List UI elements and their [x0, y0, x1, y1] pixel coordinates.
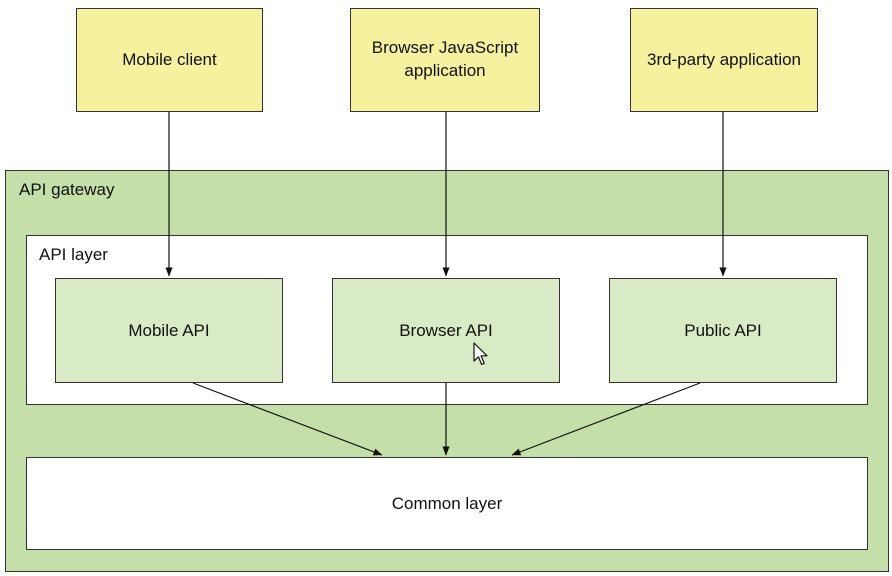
common-layer-label: Common layer	[391, 493, 503, 513]
browser-api-box: Browser API	[332, 278, 560, 383]
browser-api-label: Browser API	[399, 320, 493, 340]
mobile-client-box: Mobile client	[76, 8, 263, 112]
mouse-pointer-icon	[473, 342, 488, 366]
api-gateway-label: API gateway	[19, 180, 115, 199]
browser-js-app-box: Browser JavaScript application	[350, 8, 540, 112]
common-layer-box: Common layer	[26, 457, 868, 550]
third-party-app-label: 3rd-party application	[646, 49, 802, 69]
browser-js-app-label: Browser JavaScript application	[371, 38, 519, 80]
mobile-api-label: Mobile API	[128, 320, 210, 340]
third-party-app-box: 3rd-party application	[630, 8, 818, 112]
public-api-label: Public API	[684, 320, 762, 340]
mobile-client-label: Mobile client	[122, 49, 217, 69]
public-api-box: Public API	[609, 278, 837, 383]
api-layer-label: API layer	[39, 245, 108, 264]
mobile-api-box: Mobile API	[55, 278, 283, 383]
